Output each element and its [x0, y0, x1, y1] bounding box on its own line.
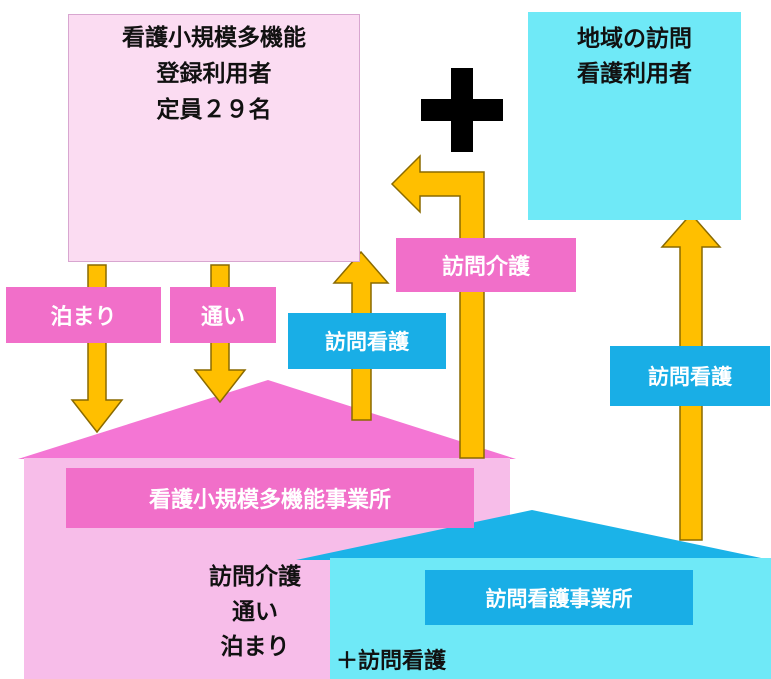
registered-users-line-2: 登録利用者: [156, 61, 272, 87]
service-stay: 泊まり: [220, 634, 290, 660]
registered-users-title: 看護小規模多機能 登録利用者 定員２９名: [68, 20, 360, 128]
nursing-station-label: 訪問看護事業所: [425, 570, 693, 625]
arrow-home-care: [390, 154, 485, 459]
plus-icon: [421, 68, 503, 152]
pink-building-roof: [18, 380, 516, 459]
registered-users-box: [68, 14, 360, 262]
nursing-visit-label-right: 訪問看護: [610, 346, 770, 406]
community-users-title: 地域の訪問 看護利用者: [528, 22, 741, 92]
pink-services-list: 訪問介護 通い 泊まり: [180, 560, 330, 665]
small-multifunction-office-label: 看護小規模多機能事業所: [66, 468, 474, 528]
plus-nursing-text: ＋訪問看護: [336, 649, 447, 674]
community-users-box: [528, 12, 741, 220]
service-day-visit: 通い: [232, 599, 278, 625]
community-users-line-2: 看護利用者: [577, 61, 692, 87]
day-visit-label: 通い: [170, 287, 276, 343]
blue-building-roof: [296, 510, 771, 560]
service-home-care: 訪問介護: [209, 564, 301, 590]
registered-users-line-1: 看護小規模多機能: [122, 25, 306, 51]
nursing-visit-label-left: 訪問看護: [288, 313, 446, 369]
stay-label: 泊まり: [6, 287, 161, 343]
registered-users-line-3: 定員２９名: [156, 97, 272, 123]
home-care-visit-label: 訪問介護: [396, 238, 576, 292]
community-users-line-1: 地域の訪問: [577, 26, 692, 52]
